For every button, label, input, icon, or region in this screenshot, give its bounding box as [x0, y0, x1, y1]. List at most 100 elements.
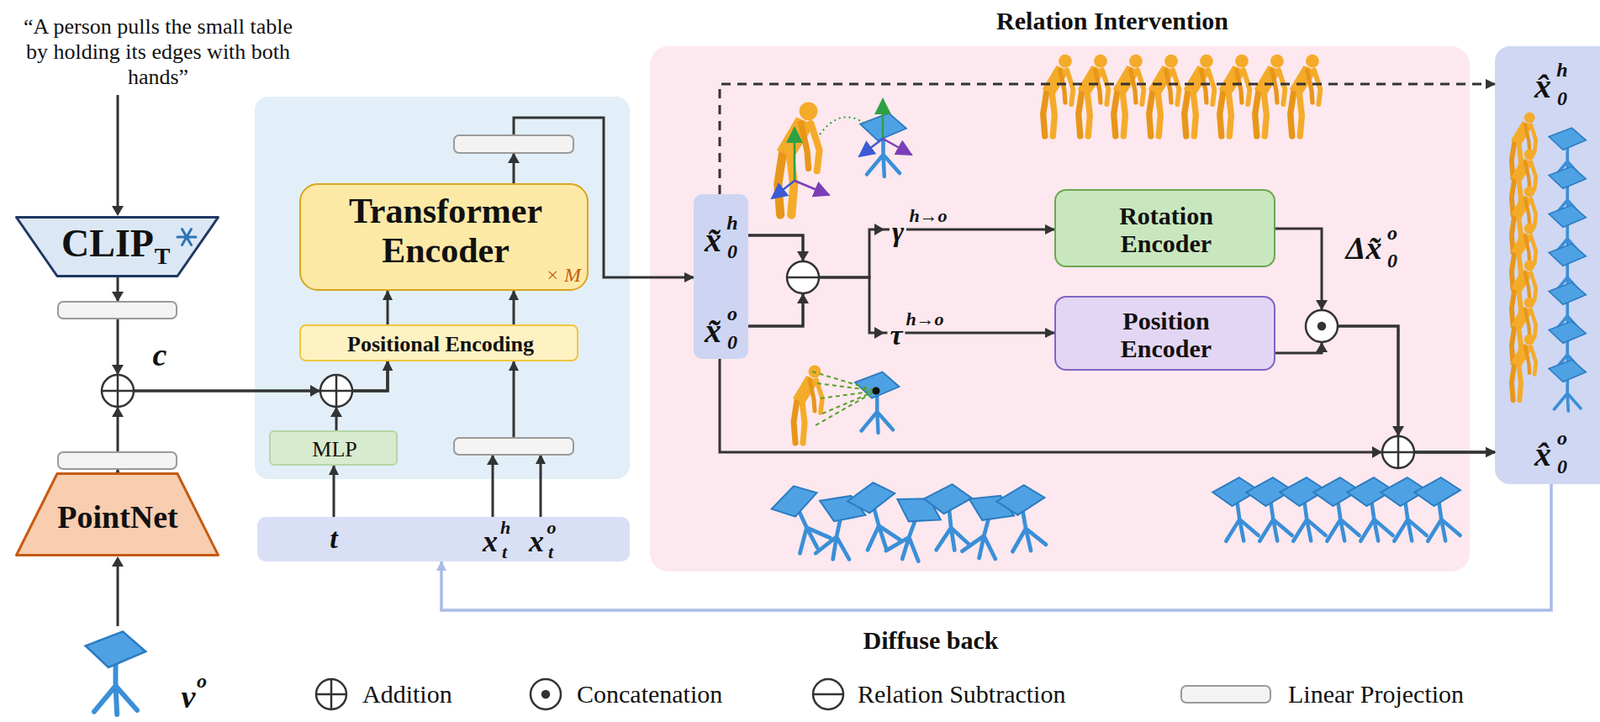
axis-line — [793, 127, 797, 181]
trapezoid-outline — [16, 474, 219, 556]
repeat-count: × M — [545, 264, 581, 288]
math-superscript: h — [500, 517, 511, 539]
human-motion-sequence — [1042, 54, 1321, 137]
legend-projection-bar — [1181, 686, 1271, 703]
corrected-table-sequence — [1210, 475, 1468, 544]
human-figure — [1254, 54, 1286, 137]
text-input-arrow — [116, 95, 120, 207]
transformer-encoder: Transformer Encoder× M — [299, 183, 589, 291]
axis-line — [882, 138, 912, 155]
math-symbol: x — [482, 524, 498, 560]
arrow-head — [486, 454, 499, 465]
arrow-head — [797, 251, 809, 262]
position-relation-symbol: τ — [887, 318, 905, 352]
human-figure — [1113, 54, 1145, 137]
addition-symbol — [101, 374, 134, 407]
math-symbol: x̂ — [1534, 435, 1552, 475]
addition-symbol — [101, 374, 134, 407]
operator-symbols — [101, 261, 1415, 710]
arrow-head — [1315, 342, 1328, 353]
linear-projection-bar — [58, 301, 177, 319]
addition-symbol — [1382, 436, 1415, 469]
arrow-head — [507, 153, 520, 164]
frozen-icon — [177, 229, 196, 246]
connector-line — [719, 359, 1495, 453]
arrow-head — [111, 205, 124, 217]
pointnet-encoder: PointNet — [15, 472, 220, 557]
arrow-head — [874, 223, 885, 236]
arrow-head — [111, 364, 124, 375]
connector-line — [1275, 228, 1495, 453]
table-figure — [1548, 359, 1586, 412]
arrow-head — [874, 327, 885, 339]
legend-subtraction-symbol — [813, 679, 844, 710]
table-figure — [994, 481, 1053, 555]
legend-label: Relation Subtraction — [857, 680, 1066, 710]
addition-symbol — [1382, 436, 1415, 469]
legend-addition-symbol — [316, 679, 347, 710]
addition-symbol — [320, 374, 353, 407]
axis-line — [794, 180, 830, 196]
human-figure — [1219, 54, 1251, 137]
panel-title: Relation Intervention — [996, 6, 1229, 37]
legend-label: Addition — [362, 680, 453, 710]
linear-projection-bar — [58, 452, 177, 470]
arrow-head — [111, 556, 124, 567]
subscript-label: T — [154, 242, 171, 270]
table-figure — [1412, 475, 1468, 544]
encoder-panel — [254, 96, 630, 480]
arrow-head — [1392, 426, 1405, 437]
math-superscript: h — [726, 211, 738, 236]
math-symbol: x̃ — [704, 311, 722, 351]
human-figure — [1183, 54, 1215, 137]
legend-subtraction-symbol — [813, 693, 844, 697]
human-figure — [776, 101, 820, 215]
connector-arrow — [719, 359, 1495, 453]
encoder-label: CLIP — [61, 221, 154, 267]
offset-symbol: Δx̃ — [1346, 230, 1383, 268]
rotation-arc — [819, 116, 867, 135]
process-label: MLP — [311, 437, 357, 463]
axis-line — [881, 99, 885, 139]
connector-arrow — [333, 465, 335, 518]
output-interaction-stack — [1510, 112, 1586, 412]
connector-branch — [539, 454, 543, 518]
axis-line — [771, 180, 795, 199]
text-prompt: “A person pulls the small table by holdi… — [17, 14, 300, 90]
human-figure — [1148, 54, 1180, 137]
arrow-head — [797, 293, 809, 304]
encoder-label: PointNet — [57, 499, 179, 537]
position-encoder: Position Encoder — [1054, 295, 1276, 371]
math-subscript: 0 — [727, 240, 738, 265]
loop-label: Diffuse back — [863, 626, 999, 656]
rotation-relation-figure — [771, 99, 912, 216]
arrow-head — [310, 385, 321, 397]
connector-branch — [748, 235, 803, 261]
math-symbol: x̃ — [704, 221, 722, 260]
math-subscript: 0 — [1557, 455, 1568, 480]
math-subscript: 0 — [1557, 87, 1568, 111]
math-superscript: o — [727, 302, 738, 327]
arrow-heads — [111, 153, 1405, 567]
arrow-head — [111, 406, 124, 418]
math-superscript: o — [547, 517, 557, 539]
connector-line — [332, 465, 336, 518]
input-band: txthxto — [257, 517, 630, 562]
math-subscript: t — [548, 541, 554, 563]
connector-branch — [748, 294, 803, 327]
math-subscript: 0 — [727, 331, 738, 355]
mlp-box: MLP — [269, 430, 398, 466]
linear-projection-bar — [454, 135, 574, 154]
object-input-arrow — [116, 565, 120, 627]
human-figure — [792, 365, 823, 444]
process-label: Positional Encoding — [347, 332, 534, 358]
math-symbol: x̂ — [1534, 67, 1552, 106]
rotation-encoder: Rotation Encoder — [1054, 189, 1276, 268]
math-subscript: 0 — [1387, 249, 1398, 274]
connector-arrow — [1275, 326, 1495, 453]
arrow-head — [1372, 446, 1383, 459]
addition-symbol — [320, 374, 353, 407]
connector-arrow — [387, 290, 514, 325]
